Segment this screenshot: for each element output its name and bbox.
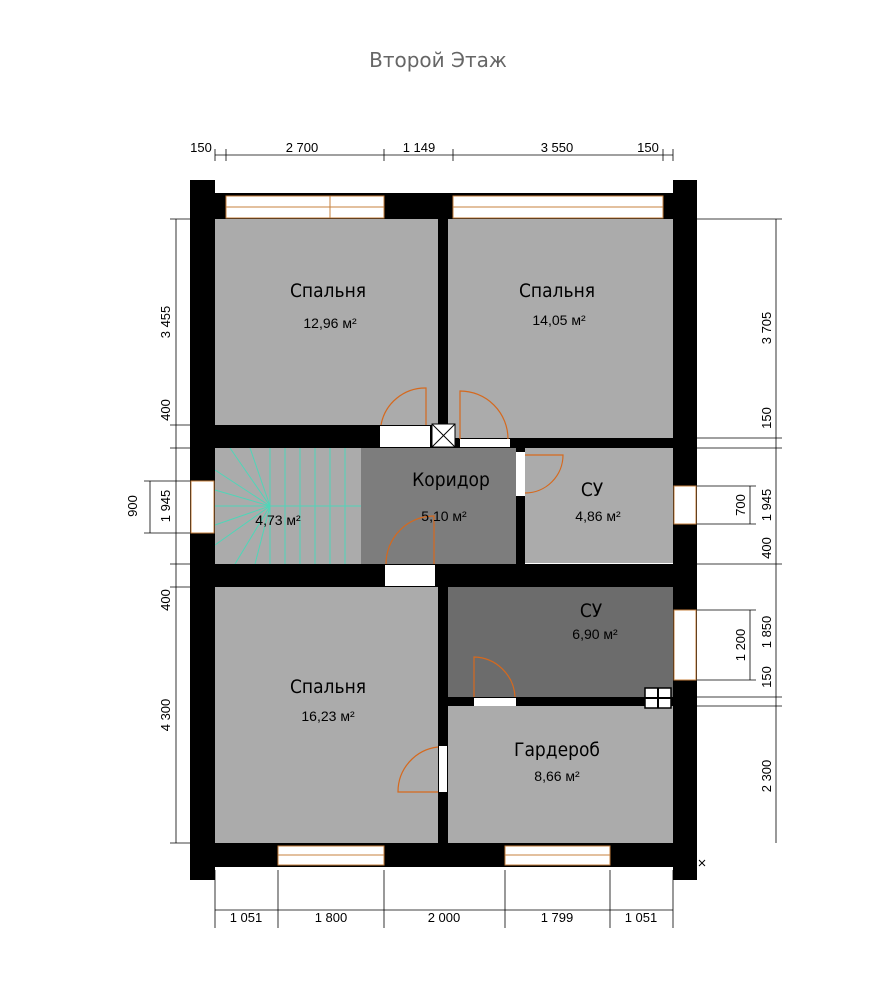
window-bath-1 (673, 485, 697, 525)
dim-right-4: 400 (759, 537, 774, 559)
dim-right-6: 1 850 (759, 616, 774, 649)
area-stairs: 4,73 м² (255, 512, 301, 528)
dim-left-2: 900 (125, 495, 140, 517)
dim-left-4: 400 (158, 589, 173, 611)
dim-top-3: 3 550 (541, 140, 574, 155)
dim-left-0: 3 455 (158, 306, 173, 339)
dim-right-3: 1 945 (759, 489, 774, 522)
label-bedroom-top-right: Спальня (519, 280, 595, 302)
room-corridor (361, 448, 516, 564)
dimension-labels: 150 2 700 1 149 3 550 150 1 051 1 800 2 … (125, 140, 774, 925)
area-bedroom-bottom: 16,23 м² (301, 708, 355, 724)
room-labels: Спальня 12,96 м² Спальня 14,05 м² 4,73 м… (255, 280, 621, 784)
corner-mark (698, 859, 706, 867)
dim-top-0: 150 (190, 140, 212, 155)
dim-top-2: 1 149 (403, 140, 436, 155)
windows (190, 195, 697, 866)
dim-right-5: 1 200 (733, 629, 748, 662)
dim-bottom-2: 2 000 (428, 910, 461, 925)
dim-right-7: 150 (759, 666, 774, 688)
area-bedroom-top-right: 14,05 м² (532, 312, 586, 328)
area-corridor: 5,10 м² (421, 508, 467, 524)
area-bath-2: 6,90 м² (572, 626, 618, 642)
plan-title: Второй Этаж (369, 48, 507, 72)
room-bath-1 (525, 448, 673, 563)
dim-top-1: 2 700 (286, 140, 319, 155)
area-bedroom-top-left: 12,96 м² (303, 315, 357, 331)
label-bath-1: СУ (581, 479, 604, 501)
label-bedroom-top-left: Спальня (290, 280, 366, 302)
area-bath-1: 4,86 м² (575, 508, 621, 524)
room-bedroom-bottom (215, 587, 438, 843)
area-wardrobe: 8,66 м² (534, 768, 580, 784)
doors (380, 387, 672, 793)
dim-right-8: 2 300 (759, 760, 774, 793)
dim-left-5: 4 300 (158, 699, 173, 732)
dim-bottom-0: 1 051 (230, 910, 263, 925)
dim-top-4: 150 (637, 140, 659, 155)
label-wardrobe: Гардероб (514, 739, 600, 761)
stairs-lines (214, 447, 361, 565)
room-bath-2 (448, 587, 673, 697)
dim-left-1: 400 (158, 399, 173, 421)
dim-bottom-3: 1 799 (541, 910, 574, 925)
dim-bottom-1: 1 800 (315, 910, 348, 925)
room-wardrobe (448, 706, 673, 843)
dim-right-1: 150 (759, 407, 774, 429)
room-bedroom-top-left (215, 219, 438, 425)
dim-left-3: 1 945 (158, 490, 173, 523)
dim-right-2: 700 (733, 494, 748, 516)
label-corridor: Коридор (412, 469, 490, 491)
label-bath-2: СУ (580, 600, 603, 622)
label-bedroom-bottom: Спальня (290, 676, 366, 698)
window-stairs (190, 480, 215, 534)
room-bedroom-top-right (448, 219, 673, 440)
window-bath-2 (673, 609, 697, 681)
dim-bottom-4: 1 051 (625, 910, 658, 925)
dimension-lines (144, 149, 782, 928)
dim-right-0: 3 705 (759, 312, 774, 345)
